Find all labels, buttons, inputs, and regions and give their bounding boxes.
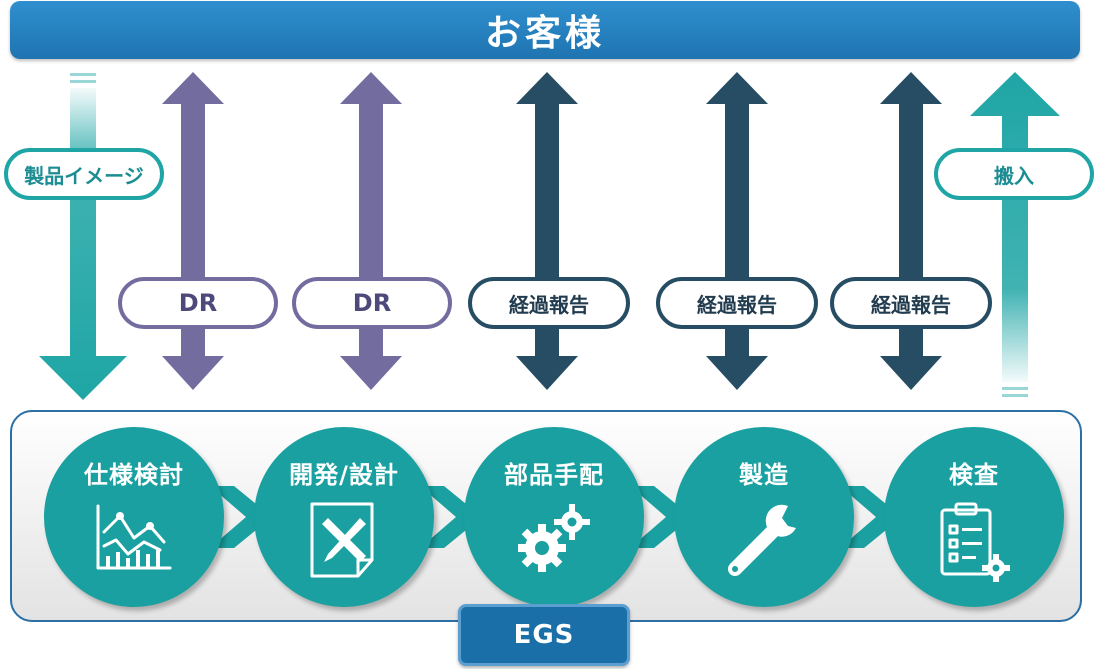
report-arrow-1: [516, 72, 578, 390]
dr-text-2: DR: [352, 289, 392, 317]
step-spec-review: 仕様検討: [44, 427, 224, 607]
dr-arrow-2: [340, 72, 402, 390]
wrench-icon: [728, 504, 796, 576]
report-label-3: 経過報告: [830, 277, 992, 329]
dr-label-1: DR: [118, 277, 278, 329]
report-text-1: 経過報告: [509, 292, 589, 317]
product-image-text: 製品イメージ: [24, 163, 144, 188]
step-parts-procurement: 部品手配: [464, 427, 644, 607]
report-label-1: 経過報告: [468, 277, 630, 329]
report-text-3: 経過報告: [871, 292, 951, 317]
delivery-arrow: [970, 72, 1060, 397]
egs-label: EGS: [458, 604, 630, 666]
report-text-2: 経過報告: [697, 292, 777, 317]
checklist-icon: [940, 502, 1010, 582]
step-label: 製造: [739, 461, 789, 489]
dr-arrow-1: [162, 72, 224, 390]
pencil-ruler-icon: [310, 502, 374, 578]
customer-banner: お客様: [10, 1, 1080, 59]
step-manufacturing: 製造: [674, 427, 854, 607]
step-development-design: 開発/設計: [254, 427, 434, 607]
egs-text: EGS: [513, 620, 575, 650]
product-image-label: 製品イメージ: [4, 148, 164, 200]
step-label: 検査: [949, 461, 999, 489]
product-image-arrow: [39, 73, 127, 400]
customer-label: お客様: [484, 13, 605, 54]
dr-text-1: DR: [178, 289, 218, 317]
delivery-text: 搬入: [994, 163, 1034, 188]
report-arrow-2: [706, 72, 768, 390]
step-label: 仕様検討: [84, 461, 184, 489]
line-chart-icon: [96, 504, 172, 570]
delivery-label: 搬入: [934, 148, 1094, 200]
report-arrow-3: [880, 72, 942, 390]
step-label: 開発/設計: [289, 461, 399, 489]
report-label-2: 経過報告: [656, 277, 818, 329]
step-label: 部品手配: [504, 461, 604, 489]
dr-label-2: DR: [292, 277, 452, 329]
step-inspection: 検査: [884, 427, 1064, 607]
gears-icon: [518, 504, 590, 572]
